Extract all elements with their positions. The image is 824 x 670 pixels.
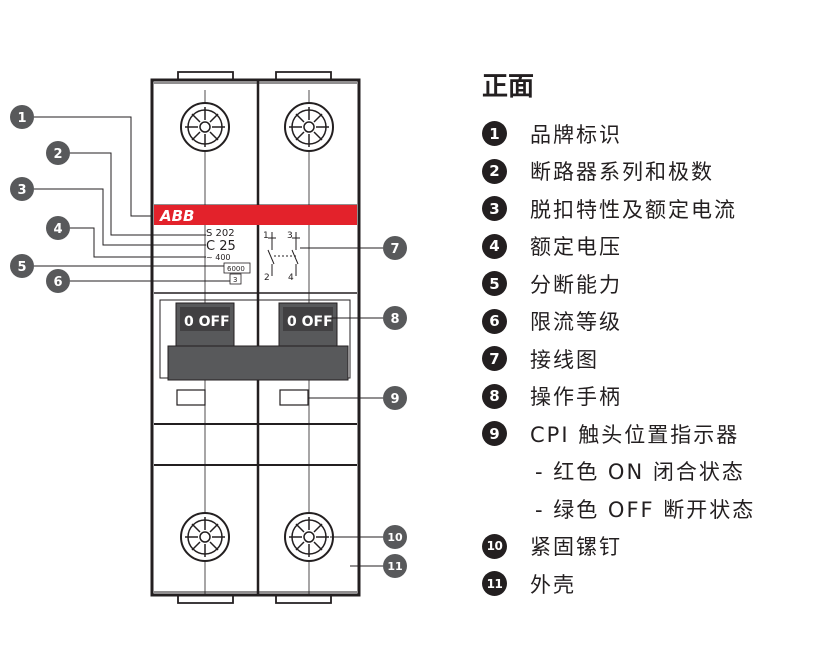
legend-number: 11	[482, 571, 507, 597]
legend-item-cpi: 9 CPI 触头位置指示器	[482, 415, 812, 453]
callout-5	[10, 254, 34, 278]
legend-number: 7	[482, 346, 507, 372]
legend-label: 外壳	[530, 572, 576, 597]
limit-class-text: 3	[233, 276, 237, 284]
legend-label: 品牌标识	[530, 122, 622, 147]
legend-number: 4	[482, 233, 507, 259]
svg-text:1: 1	[17, 111, 26, 126]
callout-10	[383, 525, 407, 549]
legend-label: 额定电压	[530, 235, 622, 260]
callout-7	[383, 236, 407, 260]
svg-text:4: 4	[53, 222, 62, 237]
operating-handle[interactable]	[167, 302, 349, 381]
terminal-1-label: 1	[263, 231, 269, 241]
callout-11	[383, 554, 407, 578]
legend-item-series: 2 断路器系列和极数	[482, 153, 812, 191]
screw-top-right	[284, 102, 334, 152]
callout-4	[46, 216, 70, 240]
breaking-capacity-text: 6000	[227, 265, 245, 273]
legend-item-breaking: 5 分断能力	[482, 265, 812, 303]
callout-markers: 1 2 3 4 5 6 7 8 9 10 11	[10, 105, 407, 578]
legend-item-brand: 1 品牌标识	[482, 115, 812, 153]
legend-label: 接线图	[530, 347, 599, 372]
terminal-2-label: 2	[264, 273, 270, 283]
svg-text:8: 8	[390, 312, 399, 327]
voltage-text: ~ 400	[206, 253, 231, 262]
callout-6	[46, 269, 70, 293]
screw-bottom-right	[284, 512, 334, 562]
wiring-diagram	[267, 232, 300, 276]
screw-bottom-left	[180, 512, 230, 562]
callout-2	[46, 141, 70, 165]
series-text: S 202	[206, 228, 235, 239]
legend-item-wiring: 7 接线图	[482, 340, 812, 378]
legend-sub-on: - 红色 ON 闭合状态	[535, 460, 745, 485]
screw-top-left	[180, 102, 230, 152]
svg-text:10: 10	[387, 531, 403, 544]
legend-number: 10	[482, 533, 507, 559]
legend-number: 2	[482, 158, 507, 184]
rating-text: C 25	[206, 239, 236, 254]
svg-text:5: 5	[17, 260, 26, 275]
legend-item-limit: 6 限流等级	[482, 303, 812, 341]
callout-3	[10, 177, 34, 201]
legend-label: 限流等级	[530, 310, 622, 335]
legend-number: 9	[482, 421, 507, 447]
svg-text:6: 6	[53, 275, 62, 290]
legend-label: 分断能力	[530, 272, 622, 297]
svg-text:7: 7	[390, 242, 399, 257]
legend-number: 1	[482, 121, 507, 147]
handle-right-label: 0 OFF	[287, 314, 333, 330]
brand-band	[154, 205, 357, 225]
brand-logo: ABB	[159, 207, 194, 225]
terminal-4-label: 4	[288, 273, 294, 283]
handle-left-label: 0 OFF	[184, 314, 230, 330]
callout-1	[10, 105, 34, 129]
legend: 正面 1 品牌标识 2 断路器系列和极数 3 脱扣特性及额定电流 4 额定电压 …	[482, 66, 812, 603]
svg-text:9: 9	[390, 392, 399, 407]
legend-number: 6	[482, 308, 507, 334]
legend-item-voltage: 4 额定电压	[482, 228, 812, 266]
legend-item-handle: 8 操作手柄	[482, 378, 812, 416]
callout-8	[383, 306, 407, 330]
legend-label: CPI 触头位置指示器	[530, 422, 740, 447]
legend-label: 脱扣特性及额定电流	[530, 197, 737, 222]
legend-item-housing: 11 外壳	[482, 565, 812, 603]
svg-text:3: 3	[17, 183, 26, 198]
legend-label: 紧固镙钉	[530, 535, 622, 560]
callout-lines	[34, 116, 383, 567]
legend-label: 断路器系列和极数	[530, 160, 714, 185]
callout-9	[383, 386, 407, 410]
legend-label: 操作手柄	[530, 385, 622, 410]
legend-item-trip: 3 脱扣特性及额定电流	[482, 190, 812, 228]
contact-position-indicator	[176, 389, 309, 406]
rating-label: S 202 C 25 ~ 400 6000 3	[206, 228, 251, 285]
legend-number: 8	[482, 383, 507, 409]
svg-text:11: 11	[387, 560, 402, 573]
svg-text:2: 2	[53, 147, 62, 162]
legend-item-screw: 10 紧固镙钉	[482, 528, 812, 566]
top-clips	[177, 71, 332, 604]
legend-title: 正面	[482, 72, 535, 102]
legend-sub-off: - 绿色 OFF 断开状态	[535, 497, 756, 522]
terminal-3-label: 3	[287, 231, 293, 241]
legend-number: 3	[482, 196, 507, 222]
legend-number: 5	[482, 271, 507, 297]
